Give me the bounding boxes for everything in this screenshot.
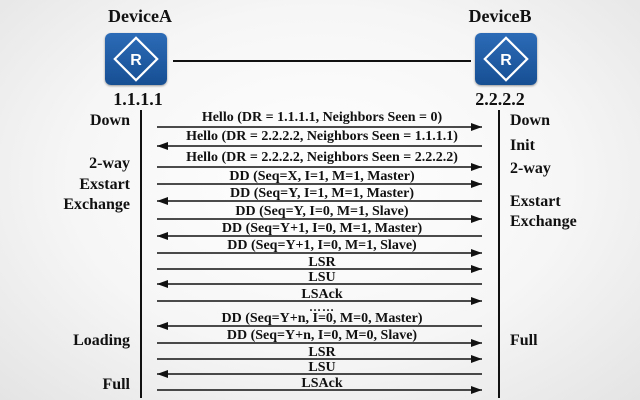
arrowhead — [157, 197, 168, 205]
device-b-state: Exstart — [510, 193, 561, 210]
message-label: DD (Seq=Y, I=0, M=1, Slave) — [235, 204, 409, 219]
arrowhead — [471, 386, 482, 394]
router-icon: R — [105, 33, 167, 85]
device-a-state: Loading — [73, 332, 130, 349]
message-label: LSAck — [301, 376, 343, 391]
message-label: DD (Seq=Y+1, I=0, M=1, Slave) — [227, 238, 417, 253]
message-label: DD (Seq=X, I=1, M=1, Master) — [229, 169, 415, 184]
arrowhead — [157, 322, 168, 330]
arrowhead — [471, 180, 482, 188]
device-a-state: Full — [102, 376, 130, 393]
router-icon: R — [475, 33, 537, 85]
arrowhead — [471, 355, 482, 363]
arrowhead — [471, 163, 482, 171]
message-label: Hello (DR = 1.1.1.1, Neighbors Seen = 0) — [201, 110, 443, 125]
message-label: LSU — [308, 270, 336, 285]
arrowhead — [471, 123, 482, 131]
message-label: LSR — [308, 255, 336, 270]
device-a-state: Exstart — [79, 176, 130, 193]
device-b-state: Down — [510, 112, 551, 129]
arrowhead — [471, 215, 482, 223]
message-label: DD (Seq=Y+n, I=0, M=0, Master) — [221, 311, 423, 326]
device-b-name: DeviceB — [468, 6, 532, 26]
device-a-ip: 1.1.1.1 — [113, 89, 163, 109]
arrowhead — [471, 297, 482, 305]
message-label: LSR — [308, 345, 336, 360]
arrowhead — [157, 280, 168, 288]
device-b-state: Init — [510, 137, 535, 154]
device-b-state: Exchange — [510, 213, 577, 230]
arrowhead — [471, 249, 482, 257]
message-label: DD (Seq=Y+1, I=0, M=1, Master) — [221, 221, 423, 236]
message-label: Hello (DR = 2.2.2.2, Neighbors Seen = 1.… — [186, 129, 458, 144]
message-label: Hello (DR = 2.2.2.2, Neighbors Seen = 2.… — [186, 150, 458, 165]
arrowhead — [157, 232, 168, 240]
svg-text:R: R — [500, 52, 512, 69]
svg-text:R: R — [130, 52, 142, 69]
arrowhead — [157, 370, 168, 378]
arrowhead — [471, 265, 482, 273]
message-label: LSU — [308, 360, 336, 375]
ellipsis-label: …… — [309, 300, 335, 314]
message-label: DD (Seq=Y+n, I=0, M=0, Slave) — [226, 328, 418, 343]
device-a-state: Down — [89, 112, 130, 129]
device-b-ip: 2.2.2.2 — [475, 89, 525, 109]
arrowhead — [157, 142, 168, 150]
message-label: DD (Seq=Y, I=1, M=1, Master) — [229, 186, 414, 201]
device-b-state: Full — [510, 332, 538, 349]
device-a-state: Exchange — [63, 196, 130, 213]
device-a-name: DeviceA — [108, 6, 172, 26]
device-a-state: 2-way — [89, 155, 130, 172]
message-label: LSAck — [301, 287, 343, 302]
arrowhead — [471, 339, 482, 347]
device-b-state: 2-way — [510, 160, 551, 177]
link-line — [173, 60, 471, 62]
